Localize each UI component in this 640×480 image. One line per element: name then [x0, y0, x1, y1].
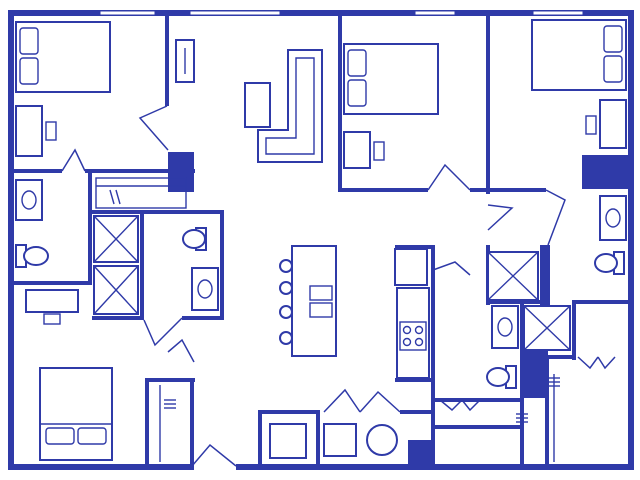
toilet [23, 246, 49, 266]
bedroom-top-center [343, 43, 439, 169]
chair [45, 121, 57, 141]
chair [373, 141, 385, 161]
sink [21, 190, 37, 210]
stool [279, 331, 293, 345]
pillow [347, 79, 367, 107]
kitchen [279, 245, 430, 379]
laundry-closet-left [95, 177, 187, 209]
chair [585, 115, 597, 135]
bed [39, 367, 113, 461]
pillow [347, 49, 367, 77]
bathroom-left-lower [93, 215, 219, 315]
windows [99, 10, 584, 16]
vanity [15, 179, 43, 221]
pillow [45, 427, 75, 445]
desk [343, 131, 371, 169]
range [399, 321, 427, 351]
pillow [603, 25, 623, 53]
bathroom-right [516, 195, 627, 462]
fridge [394, 248, 428, 286]
pillow [603, 55, 623, 83]
bathroom-center-right [486, 251, 539, 389]
bathroom-left-upper [15, 179, 49, 268]
chair [43, 313, 61, 325]
sink-basin [309, 302, 333, 318]
vanity [491, 305, 519, 349]
dryer [323, 423, 357, 457]
toilet [594, 253, 618, 273]
island [291, 245, 337, 357]
desk [25, 289, 79, 313]
sink [605, 208, 621, 228]
desk [15, 105, 43, 157]
sectional-sofa [257, 49, 323, 163]
stool [279, 305, 293, 319]
desk [599, 99, 627, 149]
sink-basin [309, 285, 333, 301]
pillow [77, 427, 107, 445]
toilet [486, 367, 510, 387]
vanity [599, 195, 627, 241]
vanity [191, 267, 219, 311]
sink [197, 279, 213, 299]
living-room [175, 39, 323, 163]
bedroom-top-right [531, 19, 627, 149]
pillow [19, 27, 39, 55]
bedroom-bottom-left [25, 289, 176, 462]
toilet [182, 229, 206, 249]
bedroom-top-left [15, 21, 111, 157]
stool [279, 259, 293, 273]
stool [279, 281, 293, 295]
washer [269, 423, 307, 459]
sink [497, 317, 513, 337]
laundry [269, 423, 398, 459]
water-heater [366, 424, 398, 456]
ottoman [244, 82, 271, 128]
pillow [19, 57, 39, 85]
doors [61, 105, 616, 467]
